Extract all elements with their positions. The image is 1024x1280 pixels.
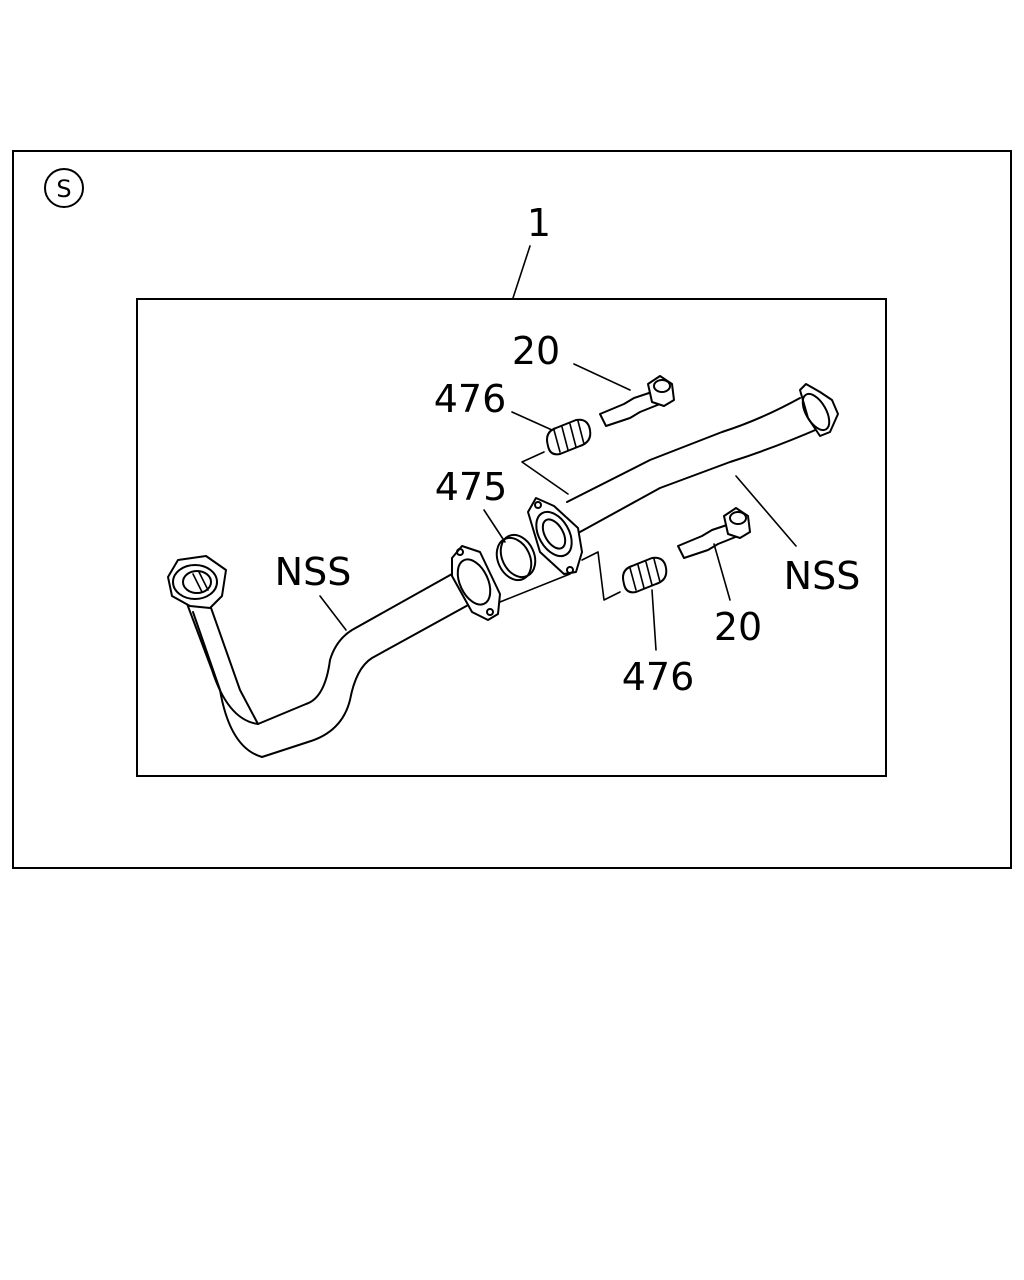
bolt-top bbox=[599, 375, 675, 427]
section-symbol-label: S bbox=[56, 175, 71, 203]
bracket-top bbox=[521, 451, 569, 495]
spring-bottom bbox=[622, 556, 668, 594]
callout-gasket: 475 bbox=[435, 465, 508, 509]
callout-bolt-top: 20 bbox=[512, 329, 560, 373]
leader-spring-top bbox=[511, 411, 553, 431]
leader-spring-bottom bbox=[651, 589, 657, 651]
outer-frame bbox=[12, 150, 1012, 869]
gasket-ring bbox=[495, 533, 537, 582]
leader-pipe-front bbox=[319, 595, 347, 631]
callout-pipe-front: NSS bbox=[275, 550, 352, 594]
bolt-bottom bbox=[677, 507, 751, 559]
callout-spring-bottom: 476 bbox=[622, 655, 695, 699]
leader-assembly bbox=[512, 245, 531, 299]
callout-pipe-rear: NSS bbox=[784, 554, 861, 598]
leader-gasket bbox=[483, 509, 506, 543]
front-exhaust-pipe bbox=[167, 545, 501, 758]
section-symbol: S bbox=[44, 168, 84, 208]
spring-top bbox=[546, 418, 592, 456]
callout-bolt-bottom: 20 bbox=[714, 605, 762, 649]
rear-exhaust-pipe bbox=[527, 383, 839, 575]
leader-bolt-bottom bbox=[713, 543, 731, 601]
bracket-bottom bbox=[581, 551, 621, 601]
alignment-line bbox=[499, 573, 571, 603]
leader-bolt-top bbox=[573, 363, 631, 391]
callout-spring-top: 476 bbox=[434, 377, 507, 421]
leader-pipe-rear bbox=[735, 475, 797, 547]
assembly-box bbox=[136, 298, 887, 777]
callout-assembly: 1 bbox=[527, 201, 551, 245]
